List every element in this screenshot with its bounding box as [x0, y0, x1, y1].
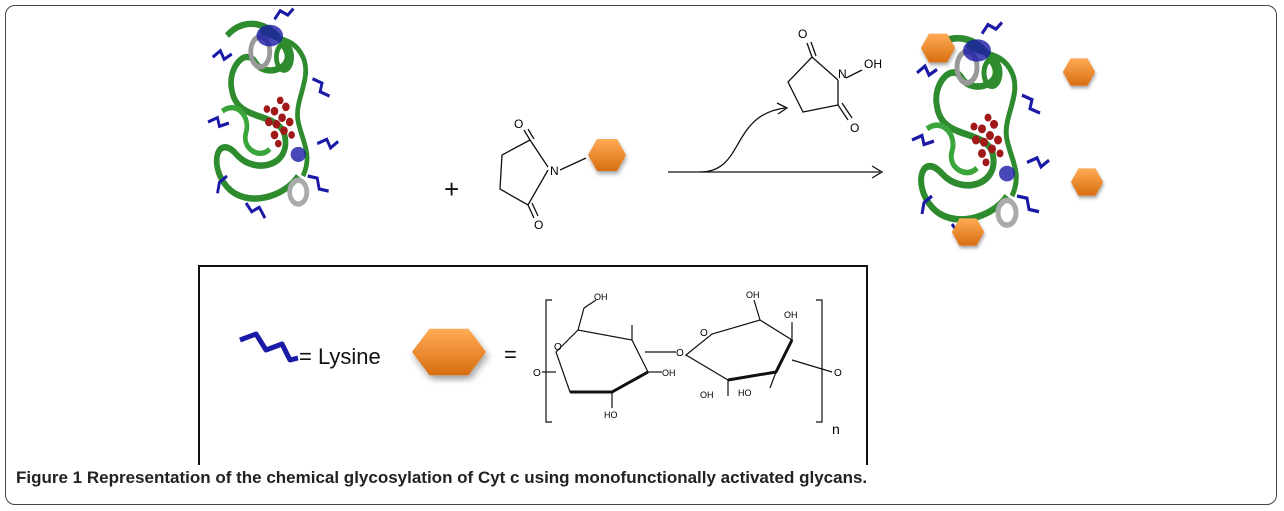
cyt-c-protein-left — [208, 9, 338, 219]
glycan-equals-sign: = — [504, 342, 517, 367]
cb-o-ring1: O — [554, 342, 562, 353]
reagent-o-top: O — [514, 117, 523, 131]
reagent-n: N — [550, 164, 559, 178]
figure-caption-text: Representation of the chemical glycosyla… — [86, 468, 868, 487]
cb-o-right: O — [834, 368, 842, 379]
lysine-icon — [239, 331, 299, 363]
cb-oh-6: OH — [700, 390, 714, 400]
cb-oh-4: OH — [746, 290, 760, 300]
cb-o-link: O — [676, 348, 684, 359]
cb-o-ring2: O — [700, 328, 708, 339]
glycan-hexagon-3 — [1071, 168, 1103, 195]
cb-oh-2: OH — [662, 368, 676, 378]
cb-oh-3: HO — [604, 410, 618, 420]
activated-glycan-reagent — [499, 128, 587, 219]
glycan-hexagon-2 — [1063, 58, 1095, 85]
cellobiose-structure — [542, 299, 833, 423]
cb-oh-1: OH — [594, 292, 608, 302]
repeat-n: n — [832, 421, 840, 437]
plus-sign: + — [444, 174, 459, 204]
cb-oh-5: OH — [784, 310, 798, 320]
cb-o-left: O — [533, 368, 541, 379]
reagent-o-bottom: O — [534, 218, 543, 232]
lysine-label: = Lysine — [299, 344, 381, 369]
legend-box — [198, 265, 868, 465]
figure-caption: Figure 1 Representation of the chemical … — [16, 468, 867, 488]
glycosylated-cyt-c-protein — [912, 22, 1103, 245]
reaction-scheme: + O N O O N OH O — [198, 0, 1284, 465]
nhs-o-top: O — [798, 27, 807, 41]
glycan-hexagon-reagent — [588, 139, 626, 171]
nhs-byproduct — [787, 41, 863, 121]
nhs-o-bottom: O — [850, 121, 859, 135]
nhs-n: N — [838, 67, 847, 81]
figure-label: Figure 1 — [16, 468, 83, 487]
nhs-oh: OH — [864, 57, 882, 71]
reaction-arrow — [668, 102, 884, 179]
cb-oh-7: HO — [738, 388, 752, 398]
